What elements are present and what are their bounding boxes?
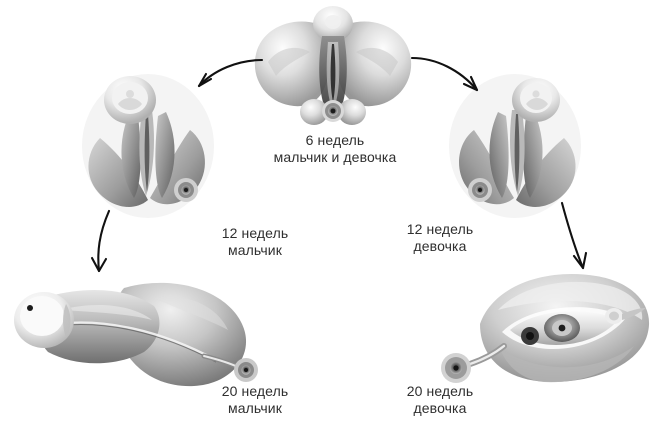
- label-12-weeks-girl: 12 недель девочка: [385, 221, 495, 255]
- label-12-weeks-boy: 12 недель мальчик: [200, 225, 310, 259]
- label-6-weeks-line1: 6 недель: [305, 132, 365, 148]
- arrow-to-20-weeks-boy-line: [97, 209, 111, 273]
- male-12-weeks-illustration: [78, 68, 218, 220]
- male-20-weeks-illustration: [4, 268, 266, 396]
- label-12-weeks-boy-line1: 12 недель: [221, 225, 289, 241]
- female-12-weeks-illustration: [444, 68, 586, 220]
- label-12-weeks-girl-line1: 12 недель: [406, 221, 474, 237]
- label-6-weeks: 6 недель мальчик и девочка: [255, 132, 415, 166]
- label-20-weeks-boy: 20 недель мальчик: [200, 383, 310, 417]
- label-20-weeks-boy-line2: мальчик: [228, 400, 282, 416]
- label-6-weeks-line2: мальчик и девочка: [273, 149, 397, 165]
- indifferent-genital-tubercle-illustration: [248, 2, 418, 130]
- label-20-weeks-girl: 20 недель девочка: [385, 383, 495, 417]
- label-20-weeks-boy-line1: 20 недель: [221, 383, 289, 399]
- label-12-weeks-girl-line2: девочка: [413, 238, 467, 254]
- label-20-weeks-girl-line2: девочка: [413, 400, 467, 416]
- label-12-weeks-boy-line2: мальчик: [228, 242, 282, 258]
- female-20-weeks-illustration: [418, 266, 660, 392]
- label-20-weeks-girl-line1: 20 недель: [406, 383, 474, 399]
